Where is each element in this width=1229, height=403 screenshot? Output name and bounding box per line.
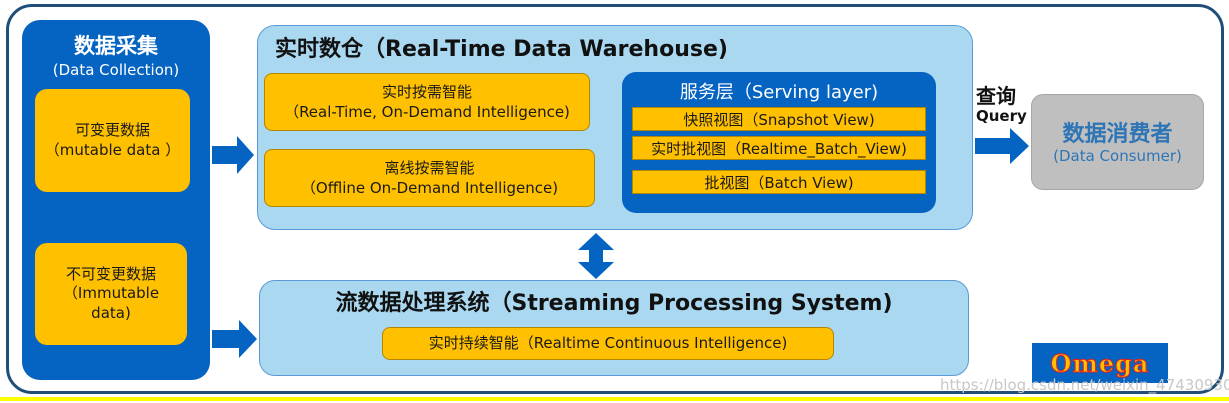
query-label-cn: 查询 [976,84,1016,108]
data-consumer-box [1031,94,1204,190]
realtime-on-demand-box: 实时按需智能 （Real-Time, On-Demand Intelligenc… [264,73,590,131]
watermark-text: https://blog.csdn.net/weixin_47430930 [940,376,1229,394]
data-collection-title: 数据采集 [74,34,158,58]
omega-logo-text: Omega [1050,348,1150,378]
offline-on-demand-box: 离线按需智能 （Offline On-Demand Intelligence) [264,149,595,207]
bottom-yellow-line [0,397,1229,401]
query-label-en: Query [976,107,1027,125]
data-consumer-title: 数据消费者 [1062,122,1173,147]
arrow-warehouse-to-consumer [975,128,1029,164]
realtime-batch-view-box: 实时批视图（Realtime_Batch_View) [632,136,926,160]
omega-logo: Omega [1032,343,1168,383]
immutable-data-box: 不可变更数据 （Immutable data) [35,243,187,345]
mutable-data-box: 可变更数据 （mutable data ） [35,89,190,192]
streaming-system-title: 流数据处理系统（Streaming Processing System) [335,291,893,316]
realtime-continuous-intelligence-box: 实时持续智能（Realtime Continuous Intelligence) [382,327,834,360]
arrow-collection-to-streaming [212,320,257,358]
arrow-warehouse-streaming-bidirectional [578,233,614,279]
data-consumer-subtitle: (Data Consumer) [1053,147,1182,165]
arrow-collection-to-warehouse [212,136,254,174]
realtime-warehouse-title: 实时数仓（Real-Time Data Warehouse) [275,37,728,62]
batch-view-box: 批视图（Batch View) [632,170,926,194]
serving-layer-title: 服务层（Serving layer) [679,82,879,103]
data-collection-subtitle: (Data Collection) [52,61,180,79]
snapshot-view-box: 快照视图（Snapshot View) [632,107,926,131]
